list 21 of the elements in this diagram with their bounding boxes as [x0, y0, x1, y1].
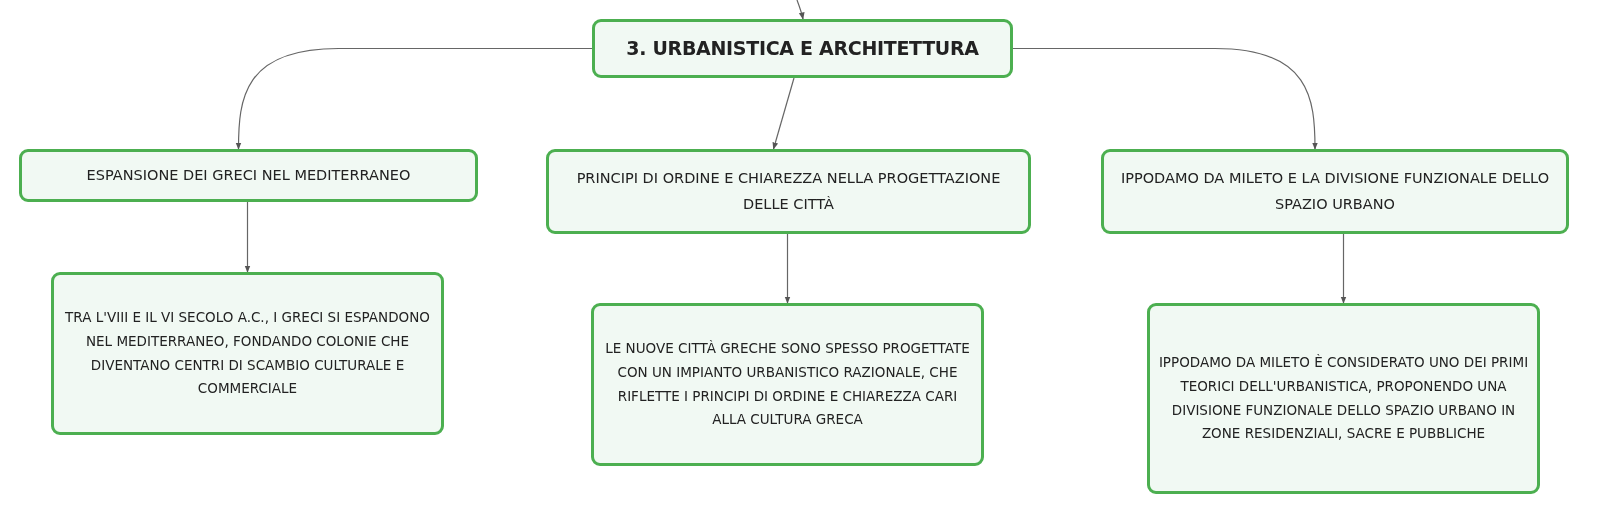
arrow: [244, 201, 251, 273]
node-text: LE NUOVE CITTÀ GRECHE SONO SPESSO PROGETTATE CON UN IMPIANTO URBANISTICO RAZIONALE, CHE RIFLETTE I PRINCIPI DI ORDINE E CHIAREZZA CARI ALLA CULTURA GRECA: [604, 339, 971, 430]
node-text: IPPODAMO DA MILETO E LA DIVISIONE FUNZIONALE DELLO SPAZIO URBANO: [1119, 169, 1551, 214]
arrow: [784, 233, 791, 304]
node-text: PRINCIPI DI ORDINE E CHIAREZZA NELLA PROGETTAZIONE DELLE CITTÀ: [575, 169, 1002, 214]
concept-box: [51, 272, 444, 435]
concept-box: [591, 303, 984, 466]
arrow: [235, 47, 593, 150]
concept-box: [1147, 303, 1540, 494]
arrow: [772, 77, 795, 150]
arrow: [796, 0, 805, 20]
node-text: 3. URBANISTICA E ARCHITETTURA: [626, 35, 979, 61]
concept-box: [546, 149, 1031, 234]
node-text: IPPODAMO DA MILETO È CONSIDERATO UNO DEI PRIMI TEORICI DELL'URBANISTICA, PROPONENDO UNA DIVISIONE FUNZIONALE DELLO SPAZIO URBANO IN ZONE RESIDENZIALI, SACRE E PUBBLICHE: [1158, 353, 1529, 444]
concept-box: [1101, 149, 1569, 234]
topic-box: [592, 19, 1013, 78]
arrow: [1012, 47, 1318, 150]
concept-box: [19, 149, 478, 202]
arrow: [1340, 233, 1347, 304]
node-text: TRA L'VIII E IL VI SECOLO A.C., I GRECI SI ESPANDONO NEL MEDITERRANEO, FONDANDO COLONIE CHE DIVENTANO CENTRI DI SCAMBIO CULTURALE E COMMERCIALE: [64, 308, 431, 399]
node-text: ESPANSIONE DEI GRECI NEL MEDITERRANEO: [86, 165, 411, 185]
